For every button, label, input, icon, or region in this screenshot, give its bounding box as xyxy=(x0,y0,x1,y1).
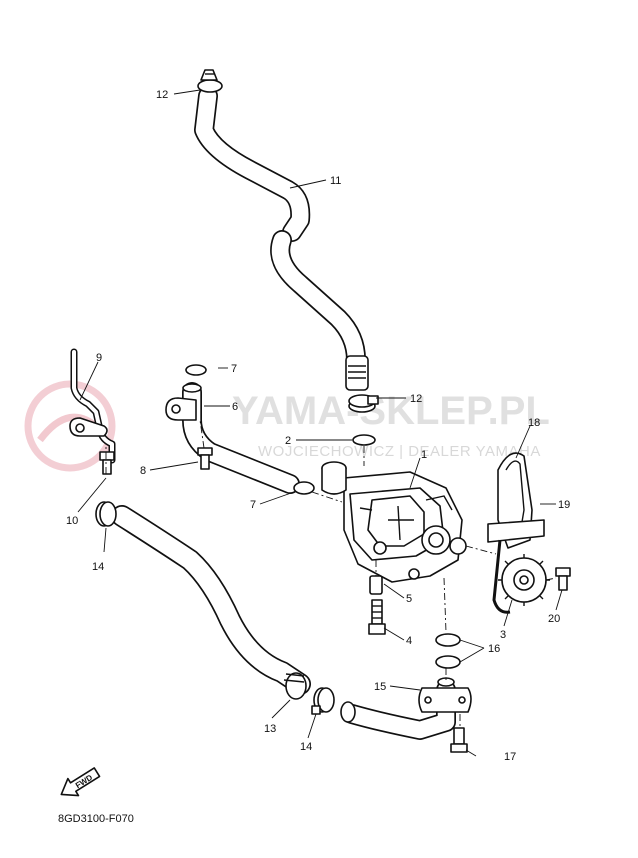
callout-19: 19 xyxy=(558,499,570,511)
assembly-center-lines xyxy=(105,419,557,728)
callout-17: 17 xyxy=(504,751,516,763)
callout-11: 11 xyxy=(330,175,341,187)
callout-12-lower: 12 xyxy=(410,393,422,405)
lower-hose-13 xyxy=(111,505,311,700)
callout-2: 2 xyxy=(285,435,291,447)
callout-9: 9 xyxy=(96,352,102,364)
watermark-subtitle: WOJCIECHOWICZ | DEALER YAMAHA xyxy=(258,443,541,460)
hose-clamp-14-upper xyxy=(95,501,117,527)
callout-7-lower: 7 xyxy=(250,499,256,511)
callout-14-lower: 14 xyxy=(300,741,312,753)
callout-14-upper: 14 xyxy=(92,561,104,573)
callout-10: 10 xyxy=(66,515,78,527)
o-ring-16-upper xyxy=(435,633,461,647)
diagram-code: 8GD3100-F070 xyxy=(58,813,134,825)
leader-lines xyxy=(77,89,563,757)
chain-guide-bracket-19 xyxy=(487,519,545,543)
watermark: YAMA-SKLEP.PL WOJCIECHOWICZ | DEALER YAM… xyxy=(24,380,550,472)
hose-clamp-14-lower xyxy=(311,687,335,715)
callout-numbers: 12 11 12 2 7 6 9 10 8 7 1 18 19 5 4 3 20… xyxy=(66,89,570,763)
callout-13: 13 xyxy=(264,723,276,735)
callout-6: 6 xyxy=(232,401,238,413)
bolt-4 xyxy=(368,599,386,635)
bolt-17 xyxy=(450,727,468,753)
strainer-pipe-15 xyxy=(340,677,472,740)
hose-clamp-12-lower xyxy=(348,394,379,413)
callout-8: 8 xyxy=(140,465,146,477)
bolt-8 xyxy=(197,447,213,470)
callout-5: 5 xyxy=(406,593,412,605)
callout-16: 16 xyxy=(488,643,500,655)
callout-4: 4 xyxy=(406,635,412,647)
bolt-10 xyxy=(99,451,115,475)
forward-direction-icon: FWD xyxy=(60,767,101,797)
drive-chain-sprocket-3 xyxy=(492,539,550,614)
dowel-pin-5 xyxy=(369,575,383,595)
callout-15: 15 xyxy=(374,681,386,693)
watermark-brand: YAMA-SKLEP.PL xyxy=(232,389,550,433)
o-ring-7-upper xyxy=(185,364,207,376)
callout-7-upper: 7 xyxy=(231,363,237,375)
o-ring-7-lower xyxy=(293,481,315,495)
oil-pipe-9 xyxy=(69,348,116,464)
callout-3: 3 xyxy=(500,629,506,641)
bolt-20 xyxy=(555,567,571,591)
callout-1: 1 xyxy=(421,449,427,461)
o-ring-2 xyxy=(352,434,376,446)
o-ring-16-lower xyxy=(435,655,461,669)
upper-hose-11 xyxy=(194,86,369,391)
hose-clamp-12-top xyxy=(197,69,223,93)
callout-18: 18 xyxy=(528,417,540,429)
callout-20: 20 xyxy=(548,613,560,625)
oil-pump-assembly-1 xyxy=(321,461,467,583)
callout-12-top: 12 xyxy=(156,89,168,101)
